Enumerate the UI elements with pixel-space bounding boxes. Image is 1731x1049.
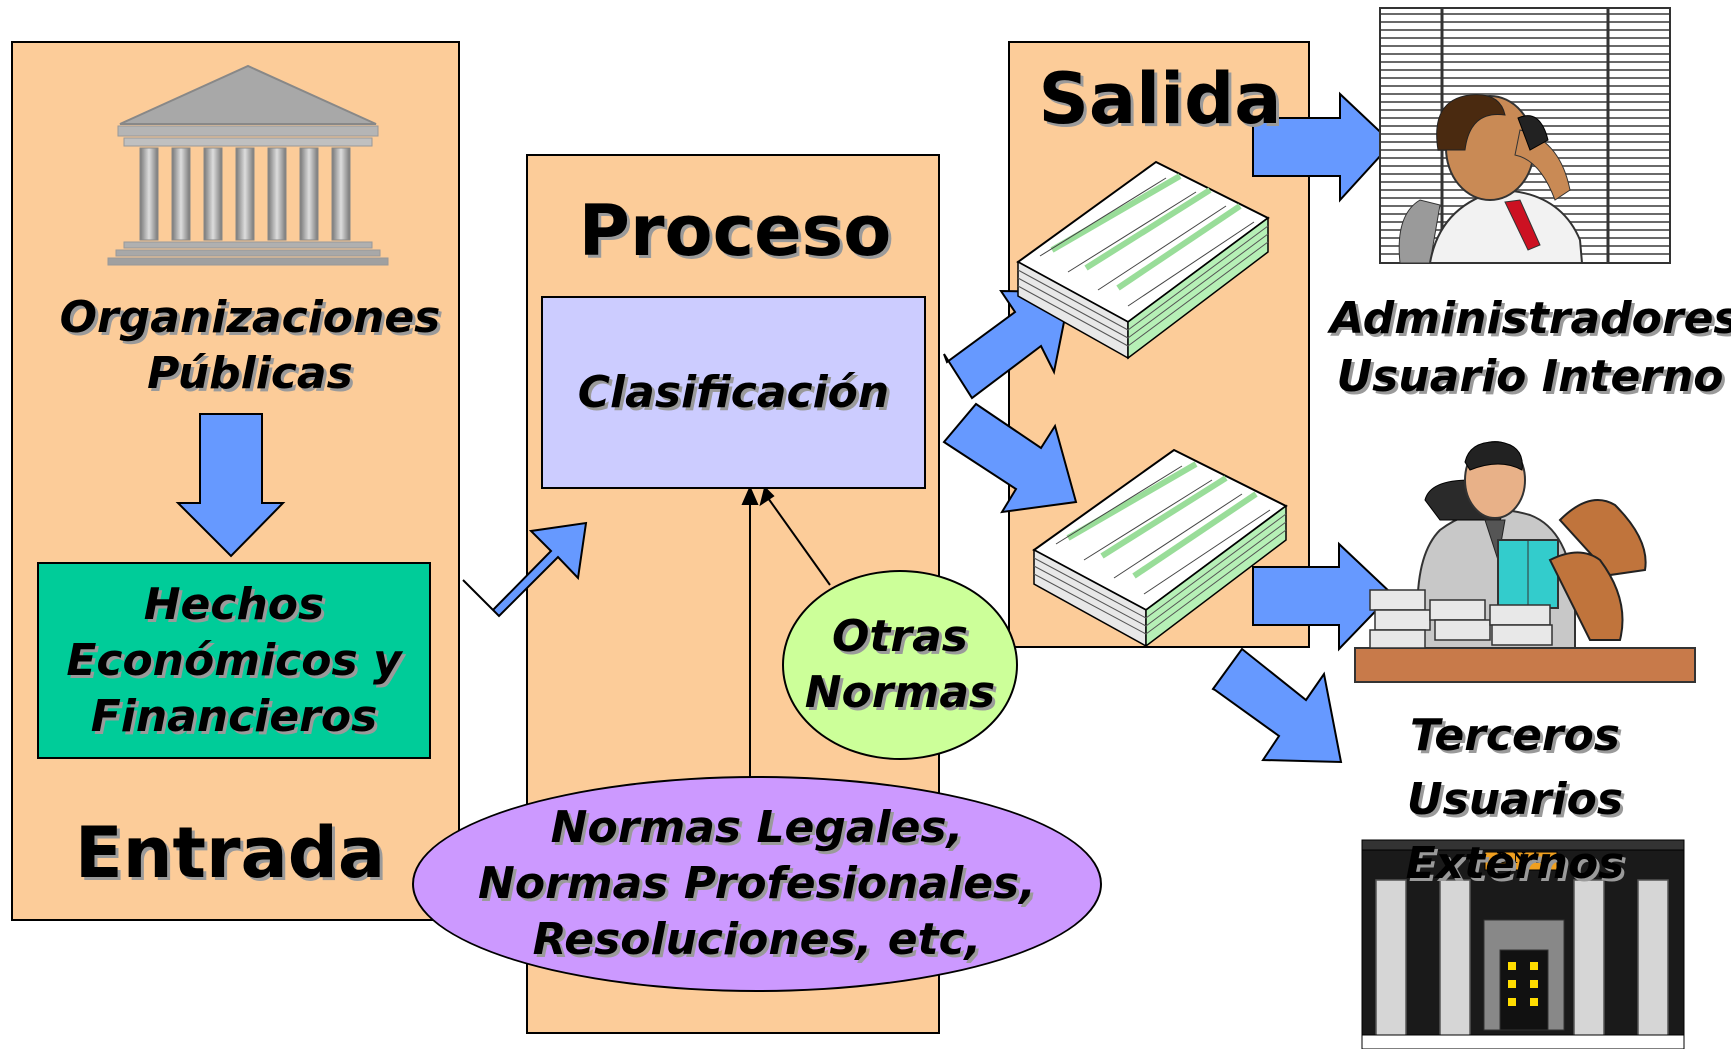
classification-label: Clasificación <box>577 367 890 418</box>
internal-users-line-1: Administradores <box>1330 293 1731 344</box>
normas-legales-line-3: Resoluciones, etc, <box>532 914 982 965</box>
norms-to-classification-arrows <box>741 485 831 780</box>
arrow-entrada-proceso-icon <box>462 521 588 618</box>
normas-legales-line-2: Normas Profesionales, <box>478 858 1036 909</box>
otras-normas-oval: Otras Normas <box>782 570 1018 760</box>
businessman-with-money-icon <box>1354 441 1696 683</box>
printed-reports-icon <box>1016 160 1270 360</box>
arrow-down-icon <box>175 413 286 558</box>
external-users-label: Terceros Usuarios Externos <box>1300 704 1730 896</box>
external-users-line-2: Usuarios Externos <box>1405 774 1625 889</box>
executive-on-phone-icon <box>1379 7 1671 264</box>
facts-line-2: Económicos y <box>66 634 402 686</box>
entrada-title: Entrada <box>74 812 386 894</box>
government-building-icon <box>107 64 389 266</box>
proceso-title: Proceso <box>578 190 892 272</box>
facts-line-3: Financieros <box>90 690 378 742</box>
arrow-to-terceros-icon <box>1252 541 1394 652</box>
facts-line-1: Hechos <box>143 578 325 630</box>
internal-users-line-2: Usuario Interno <box>1336 351 1724 402</box>
external-users-line-1: Terceros <box>1410 710 1620 761</box>
otras-normas-line-1: Otras <box>831 611 968 662</box>
classification-box: Clasificación <box>541 296 926 489</box>
bank-sign: B.N.A. <box>1496 851 1546 867</box>
salida-title: Salida <box>1038 58 1282 140</box>
arrow-to-externos-icon <box>1211 647 1343 764</box>
normas-legales-line-1: Normas Legales, <box>550 802 964 853</box>
bank-building-icon <box>1361 839 1685 1049</box>
printed-reports-icon <box>1032 448 1288 648</box>
normas-legales-oval: Normas Legales, Normas Profesionales, Re… <box>412 776 1102 992</box>
arrow-to-admin-icon <box>1252 91 1394 203</box>
source-line-1: Organizaciones <box>59 292 441 343</box>
source-label: Organizaciones Públicas <box>40 290 460 402</box>
facts-box: Hechos Económicos y Financieros <box>37 562 431 759</box>
otras-normas-line-2: Normas <box>804 667 996 718</box>
facts-label: Hechos Económicos y Financieros <box>66 577 401 745</box>
arrow-proceso-salida-bottom-icon <box>942 402 1078 514</box>
internal-users-label: Administradores Usuario Interno <box>1330 290 1731 406</box>
source-line-2: Públicas <box>147 348 353 399</box>
